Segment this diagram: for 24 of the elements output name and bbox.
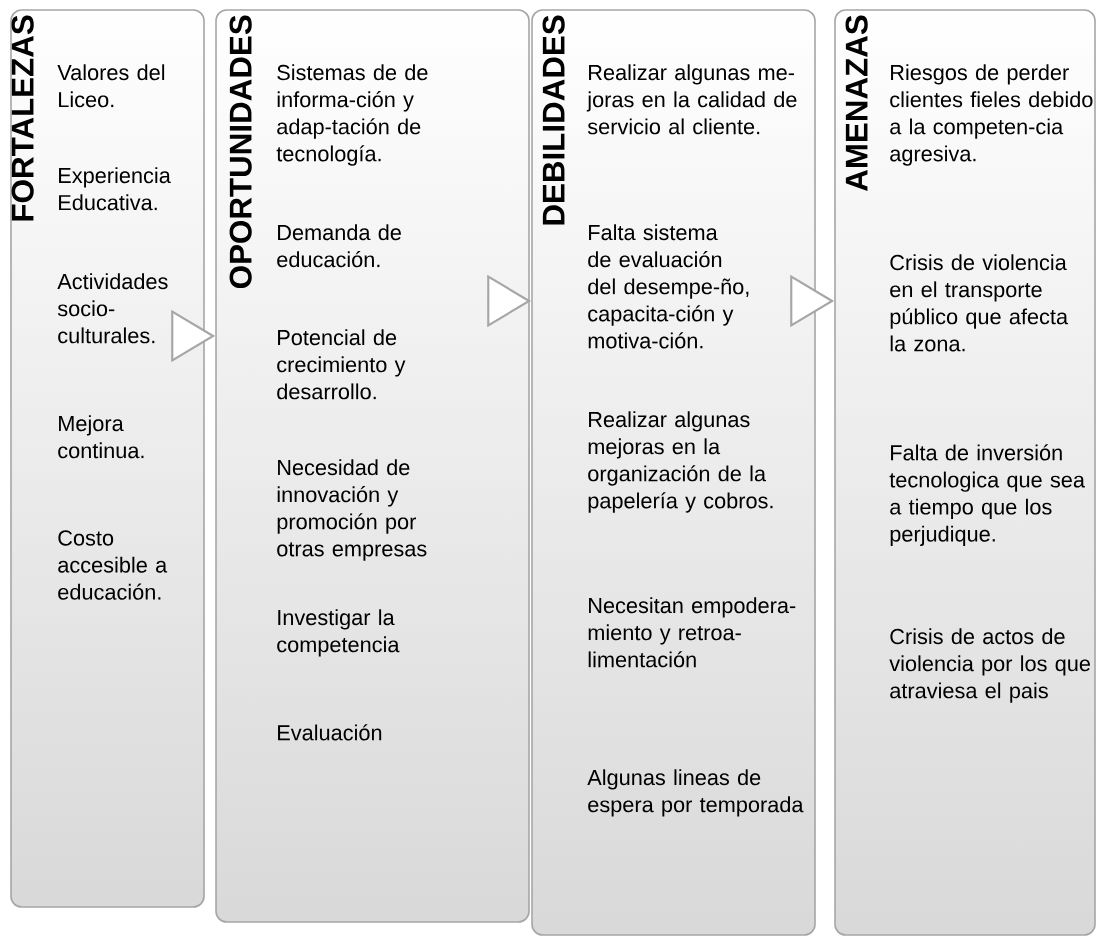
item-text: Riesgos de perder clientes fieles debido a la competen-cia agresiva. bbox=[890, 64, 1093, 166]
column-heading: AMENAZAS bbox=[845, 15, 868, 192]
column-heading: FORTALEZAS bbox=[11, 15, 34, 221]
item-text: Valores del Liceo. bbox=[57, 64, 165, 108]
item-text: Falta sistema de evaluación del desempe-ño, capacita-ción y motiva-ción. bbox=[588, 224, 749, 349]
column-heading: DEBILIDADES bbox=[542, 15, 565, 225]
item-text: Falta de inversión tecnologica que sea a tiempo que los perjudique. bbox=[889, 444, 1085, 546]
item-text: Evaluación bbox=[278, 724, 382, 741]
column-heading: OPORTUNIDADES bbox=[229, 15, 252, 289]
item-text: Necesitan empodera-miento y retroa-limentación bbox=[588, 597, 796, 668]
item-text: Realizar algunas me-joras en la calidad de servicio al cliente. bbox=[586, 64, 797, 135]
item-text: Crisis de actos de violencia por los que atraviesa el pais bbox=[889, 628, 1090, 703]
item-text: Realizar algunas mejoras en la organización de la papelería y cobros. bbox=[588, 411, 773, 513]
item-text: Costo accesible a educación. bbox=[58, 530, 168, 600]
item-text: Mejora continua. bbox=[58, 415, 144, 459]
item-text: Crisis de violencia en el transporte público que afecta la zona. bbox=[890, 254, 1069, 352]
item-text: Algunas lineas de espera por temporada bbox=[587, 769, 804, 817]
item-text: Demanda de educación. bbox=[277, 224, 401, 268]
item-text: Sistemas de de informa-ción y adap-tación de tecnología. bbox=[276, 64, 428, 166]
item-text: Investigar la competencia bbox=[277, 609, 400, 657]
item-text: Potencial de crecimiento y desarrollo. bbox=[277, 329, 406, 400]
item-text: Actividades socio-culturales. bbox=[57, 273, 168, 344]
item-text: Necesidad de innovación y promoción por otras empresas bbox=[277, 459, 427, 561]
item-text: Experiencia Educativa. bbox=[59, 167, 171, 211]
